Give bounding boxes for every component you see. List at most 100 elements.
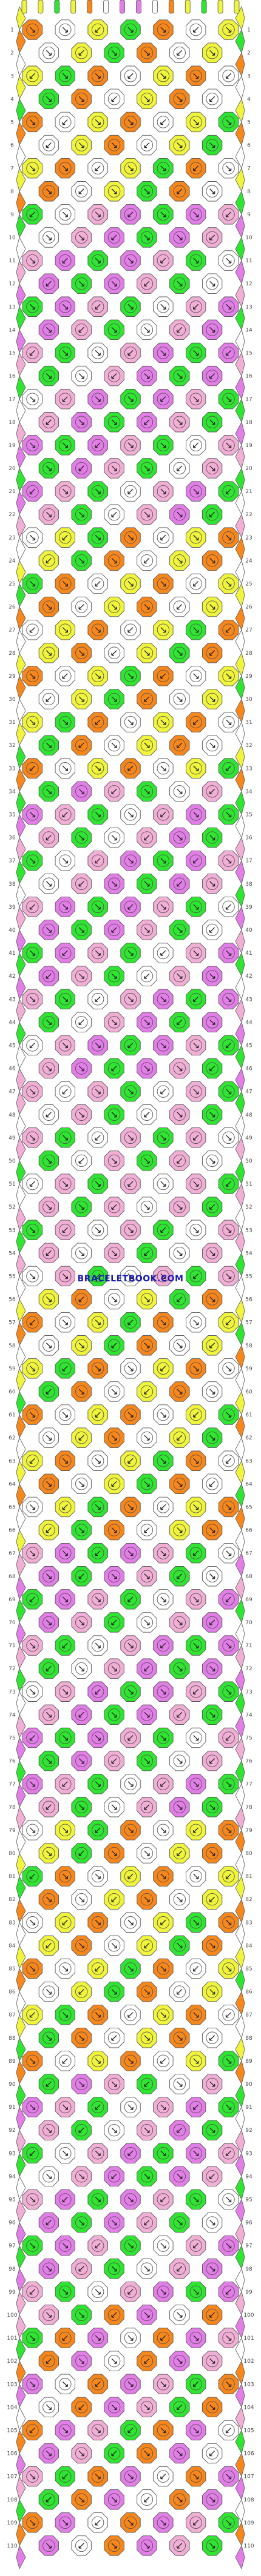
knot-arrow (46, 511, 52, 517)
knot-arrow (209, 465, 215, 471)
top-string (136, 0, 141, 14)
knot-arrow (30, 673, 36, 679)
knot-arrow (160, 673, 166, 679)
knot-arrow (29, 2427, 35, 2434)
knot-arrow (209, 742, 215, 748)
knot-arrow (111, 2497, 117, 2503)
knot-arrow (62, 2520, 68, 2526)
knot-arrow (144, 2312, 150, 2318)
knot-arrow (46, 2127, 52, 2133)
knot-arrow (144, 1250, 150, 1256)
row-number-left: 106 (7, 2451, 17, 2457)
row-number-right: 59 (245, 1366, 253, 1372)
row-number-right: 82 (245, 1897, 252, 1903)
knot-arrow (226, 1642, 232, 1648)
knot-arrow (144, 1066, 150, 1072)
knot-arrow (62, 350, 68, 356)
knot-arrow (226, 165, 232, 171)
row-number-left: 13 (8, 304, 15, 310)
knot-arrow (177, 973, 183, 979)
knot-arrow (78, 835, 84, 841)
knot-arrow (29, 2012, 35, 2018)
knot-arrow (46, 234, 52, 241)
knot-arrow (46, 1343, 52, 1349)
knot-arrow (46, 604, 52, 610)
knot-arrow (95, 488, 101, 494)
row-number-right: 97 (245, 2243, 252, 2249)
knot-arrow (225, 1873, 231, 1879)
row-number-right: 54 (245, 1250, 253, 1256)
knot-arrow (209, 1619, 215, 1625)
knot-arrow (193, 811, 199, 818)
row-number-left: 7 (10, 166, 14, 172)
knot-arrow (46, 96, 52, 102)
row-number-left: 107 (7, 2474, 17, 2480)
knot-arrow (62, 1089, 68, 1095)
knot-arrow (127, 350, 134, 356)
knot-arrow (160, 2104, 166, 2110)
row-number-left: 24 (8, 558, 16, 564)
knot-arrow (95, 950, 101, 956)
knot-arrow (160, 580, 166, 587)
knot-arrow (177, 788, 183, 794)
row-number-left: 54 (8, 1250, 16, 1256)
knot-arrow (95, 1135, 101, 1141)
knot-arrow (127, 1181, 134, 1187)
knot-arrow (95, 165, 101, 171)
knot-arrow (95, 1550, 101, 1556)
knot-arrow (177, 1158, 183, 1164)
row-number-right: 88 (245, 2036, 253, 2042)
knot-arrow (127, 119, 134, 125)
knot-arrow (111, 1112, 117, 1118)
row-number-right: 37 (245, 858, 252, 865)
knot-arrow (46, 419, 52, 425)
row-number-left: 10 (8, 235, 16, 241)
row-number-left: 44 (8, 1020, 16, 1026)
knot-arrow (127, 673, 134, 679)
knot-arrow (144, 927, 150, 933)
knot-arrow (95, 719, 101, 725)
knot-grid (22, 19, 239, 2556)
knot-arrow (62, 673, 68, 679)
knot-arrow (160, 2150, 166, 2156)
row-number-left: 9 (10, 212, 14, 218)
top-string (234, 0, 240, 14)
knot-arrow (46, 1204, 52, 1210)
knot-arrow (30, 1089, 36, 1095)
knot-arrow (177, 1573, 183, 1579)
knot-arrow (177, 2127, 183, 2133)
knot-arrow (111, 557, 117, 563)
knot-arrow (30, 27, 36, 33)
knot-arrow (160, 211, 166, 217)
knot-arrow (193, 257, 199, 264)
knot-arrow (62, 304, 68, 310)
knot-arrow (144, 1850, 150, 1856)
knot-arrow (209, 1343, 215, 1349)
knot-arrow (78, 2220, 84, 2226)
knot-arrow (209, 1527, 215, 1533)
knot-arrow (46, 50, 52, 56)
row-number-left: 104 (7, 2405, 17, 2411)
knot-arrow (95, 1688, 101, 1695)
knot-arrow (193, 2104, 199, 2110)
knot-arrow (111, 788, 117, 794)
knot-arrow (30, 1919, 36, 1925)
knot-arrow (127, 165, 134, 171)
row-number-right: 27 (245, 628, 252, 634)
knot-arrow (78, 327, 84, 333)
row-number-right: 96 (245, 2220, 253, 2226)
knot-arrow (209, 2266, 215, 2272)
knot-arrow (193, 1458, 199, 1464)
row-number-right: 48 (245, 1112, 253, 1118)
knot-arrow (160, 1181, 166, 1187)
top-string (38, 0, 44, 14)
knot-arrow (127, 304, 134, 310)
row-number-left: 22 (8, 512, 15, 518)
knot-arrow (46, 142, 52, 148)
knot-arrow (209, 188, 215, 194)
knot-arrow (95, 396, 101, 402)
knot-arrow (209, 927, 215, 933)
knot-arrow (226, 1781, 232, 1787)
knot-arrow (111, 881, 117, 887)
knot-arrow (193, 1873, 199, 1879)
